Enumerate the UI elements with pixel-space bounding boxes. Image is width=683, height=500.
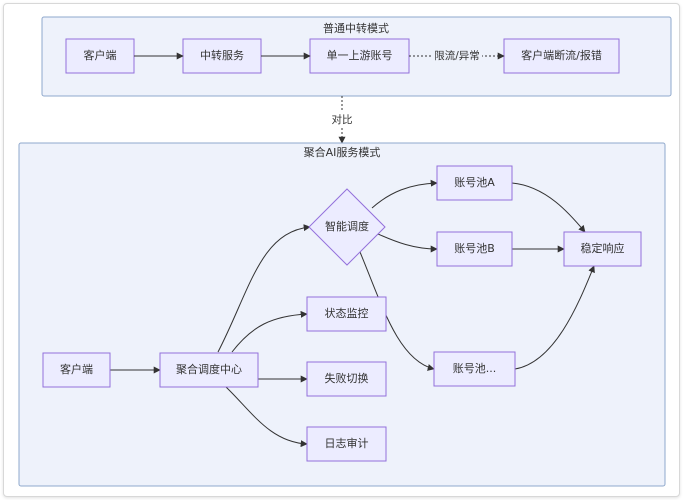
node-single-account[interactable]: 单一上游账号 xyxy=(309,38,410,74)
svg-text:客户端: 客户端 xyxy=(60,362,93,376)
node-pool-b[interactable]: 账号池B xyxy=(436,231,513,267)
edge-label-bg xyxy=(432,49,482,63)
svg-text:失败切换: 失败切换 xyxy=(325,371,369,385)
node-agg-client[interactable]: 客户端 xyxy=(42,352,111,388)
svg-text:单一上游账号: 单一上游账号 xyxy=(327,49,393,62)
node-client-error[interactable]: 客户端断流/报错 xyxy=(503,38,620,74)
node-pool-more[interactable]: 账号池... xyxy=(433,351,516,387)
svg-text:账号池A: 账号池A xyxy=(454,176,495,189)
edge-center-to-smart xyxy=(217,224,311,353)
svg-text:客户端: 客户端 xyxy=(84,48,117,62)
edge-pool-more-to-stable xyxy=(514,265,595,370)
edge-label-rate-limit: 限流/异常 xyxy=(434,49,480,62)
svg-text:状态监控: 状态监控 xyxy=(325,306,369,320)
svg-text:中转服务: 中转服务 xyxy=(200,48,244,62)
edge-smart-to-pool-more xyxy=(359,251,435,371)
edge-smart-to-pool-a xyxy=(371,179,438,209)
group-normal-title: 普通中转模式 xyxy=(323,21,389,35)
compare-label-bg xyxy=(328,112,356,127)
edge-pool-a-to-stable xyxy=(511,182,586,233)
svg-text:聚合调度中心: 聚合调度中心 xyxy=(176,362,242,376)
svg-text:账号池...: 账号池... xyxy=(453,362,497,375)
node-status-monitor[interactable]: 状态监控 xyxy=(306,296,387,332)
edge-center-to-audit xyxy=(225,386,308,448)
node-relay-service[interactable]: 中转服务 xyxy=(182,38,262,74)
svg-text:智能调度: 智能调度 xyxy=(325,219,369,233)
svg-text:日志审计: 日志审计 xyxy=(325,436,369,450)
node-pool-a[interactable]: 账号池A xyxy=(436,165,513,201)
node-smart-dispatch[interactable]: 智能调度 xyxy=(308,188,386,266)
edge-center-to-monitor xyxy=(231,310,308,353)
compare-label: 对比 xyxy=(332,113,353,126)
svg-text:账号池B: 账号池B xyxy=(454,242,495,255)
svg-text:稳定响应: 稳定响应 xyxy=(581,241,625,255)
node-log-audit[interactable]: 日志审计 xyxy=(306,426,387,462)
svg-text:客户端断流/报错: 客户端断流/报错 xyxy=(521,48,602,62)
node-stable-response[interactable]: 稳定响应 xyxy=(563,231,642,267)
node-dispatch-center[interactable]: 聚合调度中心 xyxy=(159,352,259,388)
edge-smart-to-pool-b xyxy=(377,233,438,253)
node-failover[interactable]: 失败切换 xyxy=(306,361,387,397)
node-normal-client[interactable]: 客户端 xyxy=(65,38,135,74)
group-aggregate-title: 聚合AI服务模式 xyxy=(304,145,381,159)
